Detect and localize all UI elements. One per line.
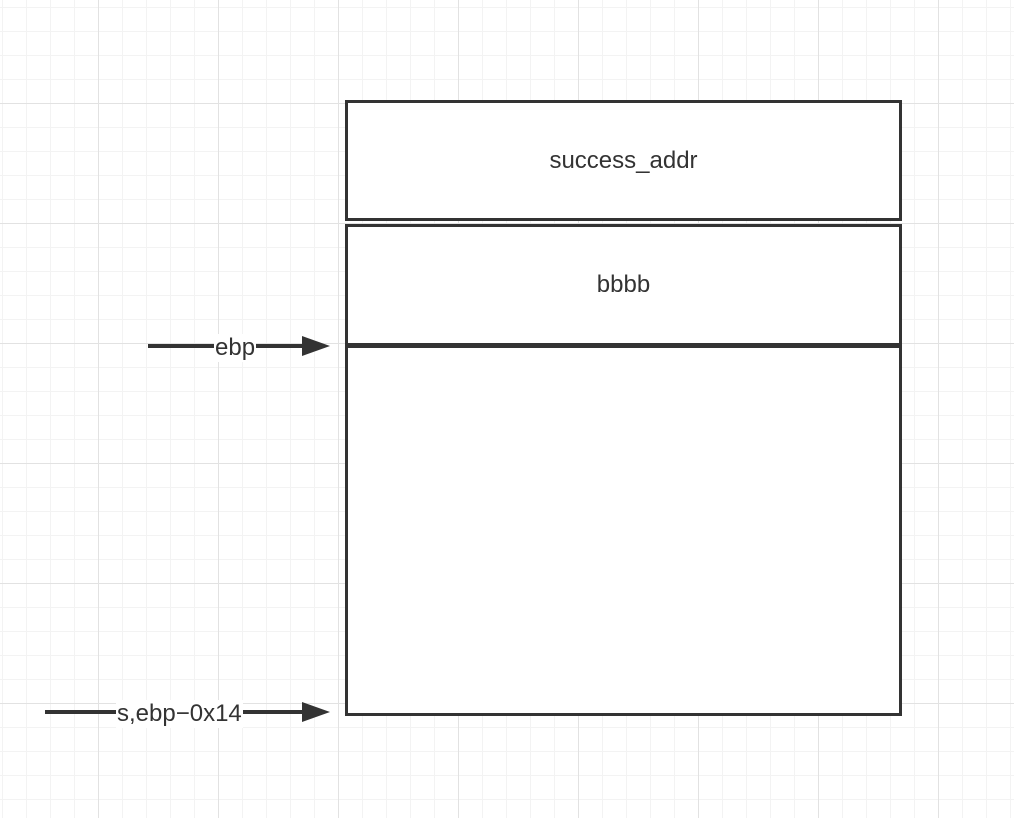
s-pointer-label: s,ebp−0x14	[116, 700, 243, 728]
stack-cell-success-addr: success_addr	[345, 100, 902, 221]
stack-cell-buffer	[345, 343, 902, 716]
bbbb-label: bbbb	[596, 271, 651, 298]
success-addr-label: success_addr	[549, 146, 698, 174]
ebp-pointer-label: ebp	[214, 334, 257, 362]
ebp-boundary-line	[345, 343, 902, 348]
